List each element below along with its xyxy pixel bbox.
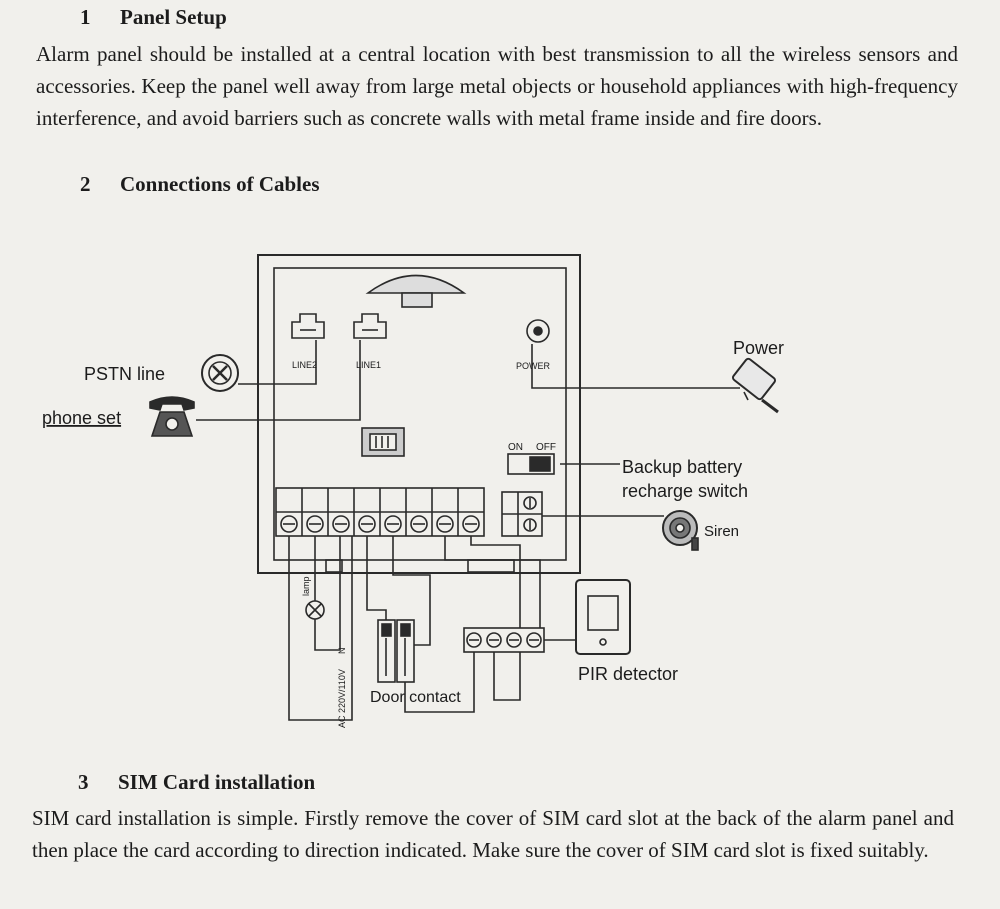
lamp-label: lamp <box>301 576 311 596</box>
section-1-heading: 1 Panel Setup <box>80 5 227 29</box>
pstn-line-icon <box>201 354 239 392</box>
section-number: 1 <box>80 5 91 29</box>
pstn-line-label: PSTN line <box>84 364 165 384</box>
line1-jack-icon <box>353 313 387 339</box>
power-label: Power <box>733 338 784 358</box>
section-title: Connections of Cables <box>120 172 320 196</box>
section-number: 3 <box>78 770 89 794</box>
phone-set-icon <box>149 396 195 437</box>
section-title: Panel Setup <box>120 5 227 29</box>
line2-label: LINE2 <box>292 360 317 370</box>
sim-slot-icon <box>361 427 405 457</box>
pir-detector-icon <box>575 579 631 655</box>
recharge-switch-label: recharge switch <box>622 481 748 501</box>
door-contact-label: Door contact <box>370 689 461 706</box>
pir-detector-label: PIR detector <box>578 664 678 684</box>
line1-label: LINE1 <box>356 360 381 370</box>
power-jack-icon <box>526 319 550 343</box>
backup-battery-label: Backup battery <box>622 457 742 477</box>
siren-icon <box>662 510 699 551</box>
siren-label: Siren <box>704 523 739 540</box>
section-title: SIM Card installation <box>118 770 316 794</box>
wiring-lines <box>196 340 740 721</box>
speaker-icon <box>365 274 467 308</box>
lamp-icon <box>305 600 325 620</box>
line2-jack-icon <box>291 313 325 339</box>
section-3-body: SIM card installation is simple. Firstly… <box>32 806 954 862</box>
siren-terminal-block <box>501 491 543 537</box>
battery-switch-icon <box>507 453 555 475</box>
ac-supply-label: AC 220V/110V <box>337 669 347 728</box>
pir-terminal-block <box>463 627 545 653</box>
section-3-heading: 3 SIM Card installation <box>78 770 315 794</box>
power-port-label: POWER <box>516 361 551 371</box>
on-label: ON <box>508 442 523 453</box>
section-1-body: Alarm panel should be installed at a cen… <box>36 42 958 130</box>
off-label: OFF <box>536 442 556 453</box>
alarm-panel-inner-frame <box>273 267 567 561</box>
alarm-panel-outer-frame <box>257 254 581 574</box>
door-contact-icon <box>377 619 415 683</box>
phone-set-label: phone set <box>42 408 121 428</box>
main-terminal-block <box>275 487 485 537</box>
neutral-label: N <box>337 648 347 655</box>
section-2-heading: 2 Connections of Cables <box>80 172 320 196</box>
power-adapter-icon <box>732 357 779 414</box>
section-number: 2 <box>80 172 91 196</box>
